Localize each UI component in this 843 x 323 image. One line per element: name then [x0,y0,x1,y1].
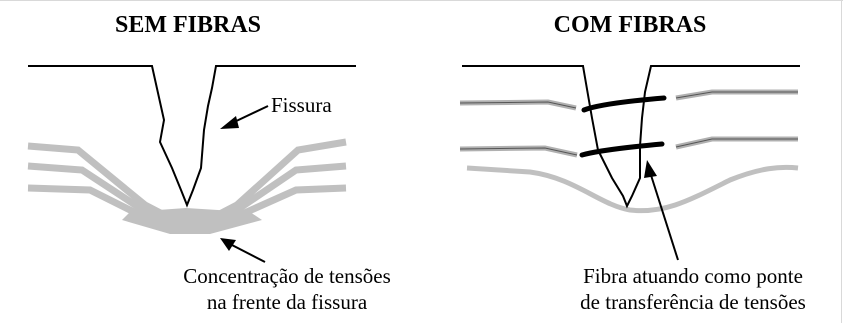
left-stress-concentration [122,208,262,234]
frame-right-border [841,0,842,323]
stress-label-line2: na frente da fissura [206,290,368,314]
right-panel-drawing [459,65,800,261]
right-strip-centerlines [459,91,798,156]
left-crack-outline [28,65,356,208]
fiber-arrow [644,160,679,261]
left-panel-title: SEM FIBRAS [114,12,262,38]
right-crack-outline [462,65,800,209]
fiber-label-line1: Fibra atuando como ponte [583,264,803,288]
right-panel-title: COM FIBRAS [553,12,707,38]
frame-top-border [0,0,843,1]
crack-arrow [220,105,269,129]
fiber-upper [581,95,667,113]
right-bottom-band [466,164,799,214]
fiber-lower [579,141,665,158]
stress-arrow [220,238,266,263]
stress-label-line1: Concentração de tensões [183,264,391,288]
fibers [579,95,667,158]
fiber-label-line2: de transferência de tensões [580,290,806,314]
left-panel-drawing [27,65,356,263]
crack-label: Fissura [271,93,332,117]
